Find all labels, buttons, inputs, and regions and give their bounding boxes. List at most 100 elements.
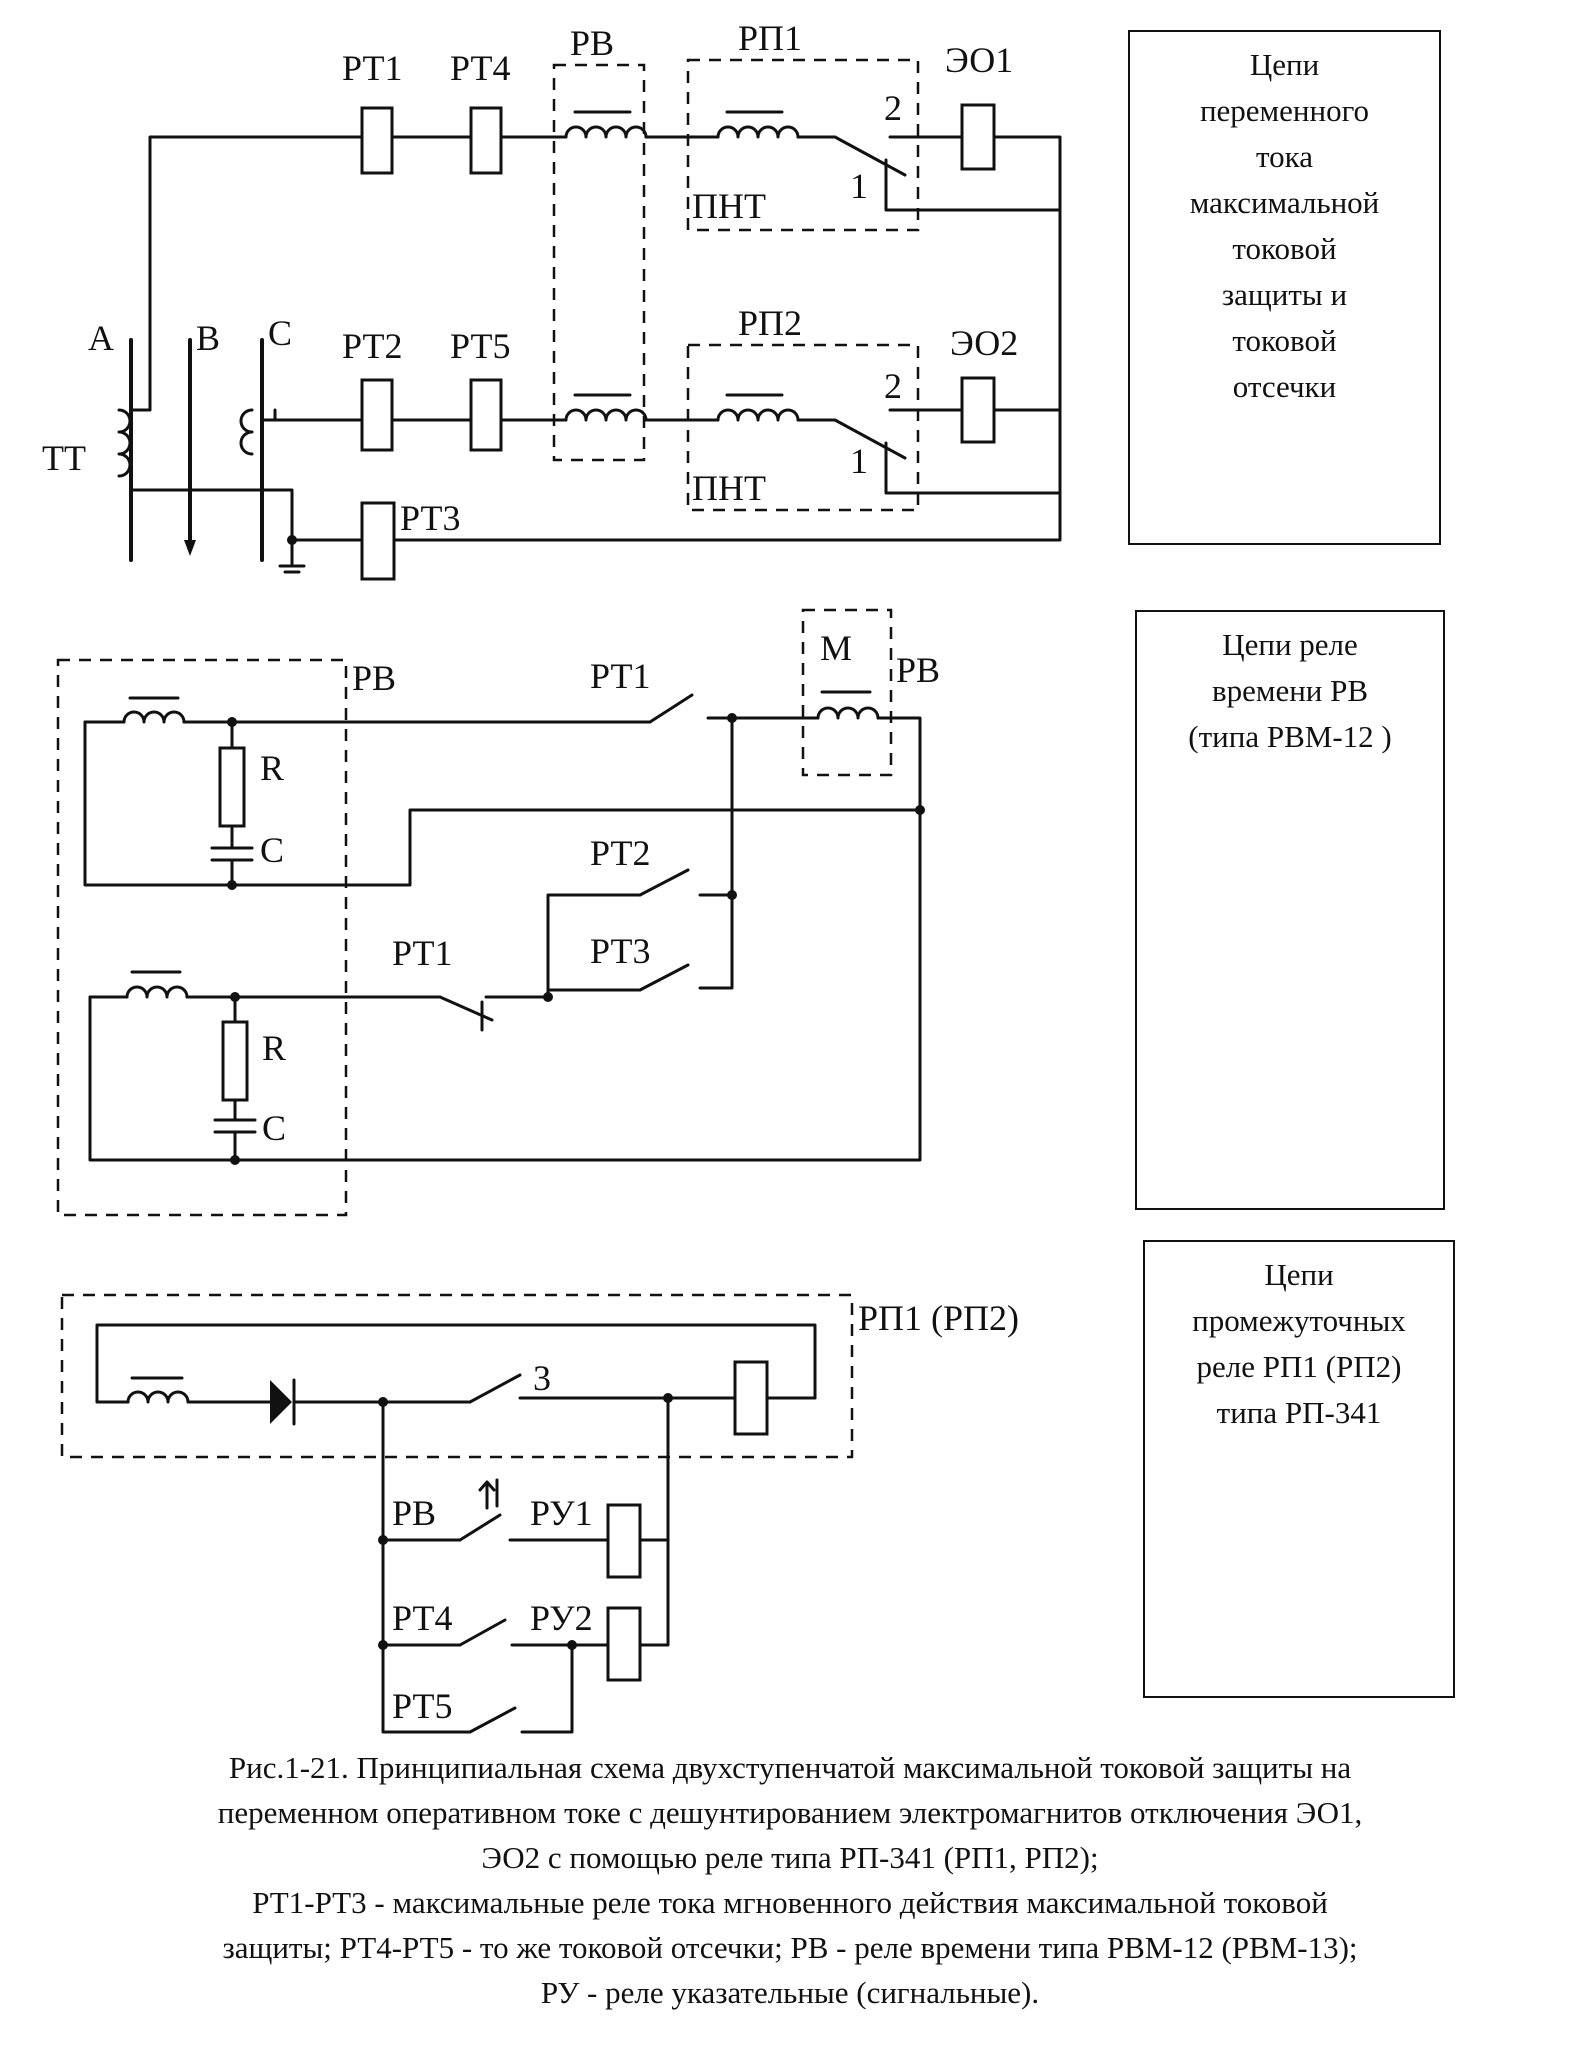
phase-b-label: B <box>196 318 220 358</box>
rt5-label: РТ5 <box>450 326 510 366</box>
box-line: промежуточных <box>1192 1303 1406 1338</box>
c2-label: C <box>262 1108 286 1148</box>
wire <box>230 808 922 887</box>
rv-input-coil-1-icon <box>122 710 186 724</box>
contact-3-label: 3 <box>533 1358 551 1398</box>
intermediate-relay-box: Цепи промежуточных реле РП1 (РП2) типа Р… <box>1143 1240 1455 1698</box>
rv-input-coil-2-icon <box>125 985 189 999</box>
box-line: Цепи <box>1264 1257 1334 1292</box>
caption-line: Рис.1-21. Принципиальная схема двухступе… <box>228 1750 1352 1785</box>
ru2-coil <box>606 1606 642 1682</box>
caption-line: РТ1-РТ3 - максимальные реле тока мгновен… <box>252 1885 1328 1920</box>
ru1-label: РУ1 <box>530 1493 593 1533</box>
rt5-coil <box>469 378 503 452</box>
rt3-contact-label: РТ3 <box>590 931 650 971</box>
rv-motor-enclosure <box>801 608 893 777</box>
m-label: М <box>820 628 852 668</box>
c1-label: C <box>260 830 284 870</box>
rv-coil-1-icon <box>564 125 648 139</box>
wire <box>638 1396 670 1647</box>
figure-caption: Рис.1-21. Принципиальная схема двухступе… <box>40 1745 1540 2015</box>
rt1-label: РТ1 <box>342 48 402 88</box>
rv-coil-2-icon <box>564 408 648 422</box>
rv-enclosure <box>552 63 646 462</box>
rp1-contact <box>796 135 907 177</box>
box-line: отсечки <box>1232 369 1337 404</box>
box-line: тока <box>1256 139 1313 174</box>
delay-mark-icon <box>478 1478 499 1510</box>
r1-label: R <box>260 748 284 788</box>
caption-line: переменном оперативном токе с дешунтиров… <box>217 1795 1363 1830</box>
caption-line: РУ - реле указательные (сигнальные). <box>540 1975 1040 2010</box>
rt2-label: РТ2 <box>342 326 402 366</box>
rp-contact-3 <box>468 1373 522 1404</box>
resistor-r1 <box>218 746 246 828</box>
box-line: (типа РВМ-12 ) <box>1188 719 1392 754</box>
box-line: токовой <box>1232 231 1337 266</box>
pnt2-coil-icon <box>716 408 800 422</box>
rp2-contact <box>796 418 907 460</box>
time-relay-section: РВ РТ1 М РВ R C РТ2 РТ1 РТ3 R C <box>56 608 940 1217</box>
box-line: переменного <box>1199 93 1370 128</box>
wire <box>381 1400 472 1734</box>
time-relay-box: Цепи реле времени РВ (типа РВМ-12 ) <box>1135 610 1445 1210</box>
rt1-contact-upper <box>648 693 694 724</box>
rt5-contact <box>468 1706 517 1734</box>
rp1-contact-1-label: 1 <box>850 166 868 206</box>
rt1-contact-lower-label: РТ1 <box>392 933 452 973</box>
wire <box>233 1150 922 1162</box>
rp2-enclosure <box>686 343 920 512</box>
wire <box>884 441 1062 495</box>
phase-c-label: C <box>268 313 292 353</box>
wire <box>876 716 922 1154</box>
wire-phase-c <box>273 408 364 422</box>
box-line: типа РП-341 <box>1216 1395 1382 1430</box>
eo2-label: ЭО2 <box>950 323 1018 363</box>
phase-a-label: A <box>88 318 114 358</box>
rt2-contact-label: РТ2 <box>590 833 650 873</box>
rt3-contact <box>638 963 690 992</box>
rv-motor-coil-icon <box>816 706 880 720</box>
rp-pair-label: РП1 (РП2) <box>858 1298 1019 1338</box>
box-line: максимальной <box>1189 185 1380 220</box>
ac-circuit-section: A B C ТТ РТ1 РТ4 РВ РП1 ЭО1 2 1 ПНТ РТ2 … <box>42 18 1062 581</box>
rv-rc-enclosure <box>56 658 348 1217</box>
wire-neutral <box>129 488 364 542</box>
junction-dot <box>915 805 925 815</box>
box-line: защиты и <box>1221 277 1348 312</box>
return-bus <box>992 135 1062 507</box>
rp2-contact-1-label: 1 <box>850 441 868 481</box>
wire <box>88 995 237 1162</box>
ru1-coil <box>606 1503 642 1579</box>
wire <box>698 893 734 990</box>
rv-motor-label: РВ <box>896 650 940 690</box>
rt4-label: РТ4 <box>450 48 510 88</box>
wire <box>83 720 234 887</box>
resistor-r2 <box>221 1020 249 1102</box>
rp-voltage-coil <box>733 1360 769 1436</box>
wire <box>520 1643 574 1734</box>
wire <box>95 1323 817 1404</box>
rv-rc-label: РВ <box>352 658 396 698</box>
eo1-label: ЭО1 <box>945 40 1013 80</box>
wire <box>884 158 1062 212</box>
r2-label: R <box>262 1028 286 1068</box>
rv-label: РВ <box>570 23 614 63</box>
rp1-contact-2-label: 2 <box>884 88 902 128</box>
pnt2-label: ПНТ <box>692 468 766 508</box>
eo1-coil <box>960 103 996 171</box>
wire <box>546 893 642 1000</box>
box-line: реле РП1 (РП2) <box>1196 1349 1402 1384</box>
ru2-label: РУ2 <box>530 1598 593 1638</box>
caption-line: защиты; РТ4-РТ5 - то же токовой отсечки;… <box>222 1930 1358 1965</box>
rv-contact <box>458 1513 502 1542</box>
rt4-coil <box>469 106 503 175</box>
rt4-contact-label: РТ4 <box>392 1598 452 1638</box>
ct-winding-a-icon <box>117 408 132 478</box>
junction-dot <box>543 992 553 1002</box>
rt2-coil <box>360 378 394 452</box>
tt-label: ТТ <box>42 438 86 478</box>
rt3-coil <box>360 501 396 581</box>
wire <box>392 503 1062 542</box>
box-line: Цепи реле <box>1222 627 1358 662</box>
